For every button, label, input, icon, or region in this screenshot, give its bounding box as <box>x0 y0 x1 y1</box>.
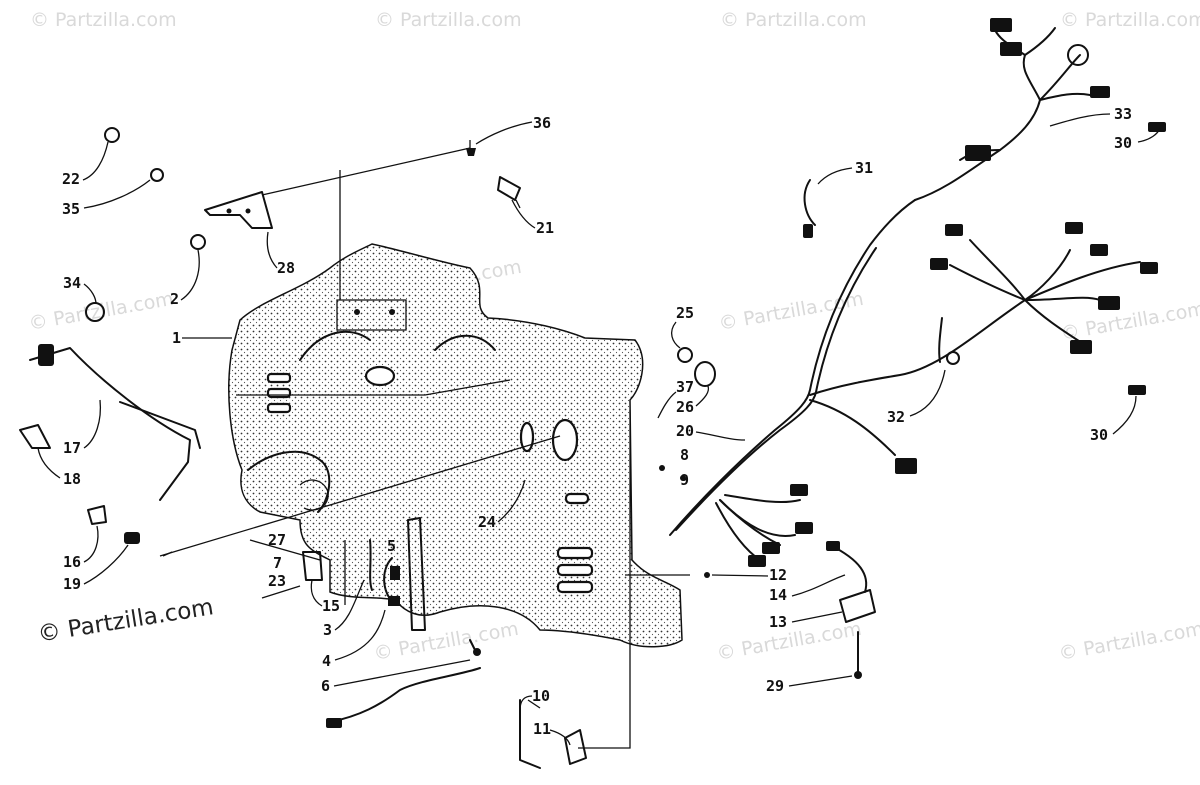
callout-label: 30 <box>1114 134 1132 152</box>
callout-label: 28 <box>277 259 295 277</box>
callout-label: 19 <box>63 575 81 593</box>
watermark: © Partzilla.com <box>27 288 175 335</box>
callout-label: 17 <box>63 439 81 457</box>
callout-label: 24 <box>478 513 496 531</box>
watermark: © Partzilla.com <box>30 9 177 31</box>
wiring-harness <box>669 18 1166 567</box>
callout-label: 15 <box>322 597 340 615</box>
callout-label: 30 <box>1090 426 1108 444</box>
callout-label: 18 <box>63 470 81 488</box>
watermark: © Partzilla.com <box>375 9 522 31</box>
callout-label: 27 <box>268 531 286 549</box>
callout-label: 35 <box>62 200 80 218</box>
callout-label: 23 <box>268 572 286 590</box>
watermark: © Partzilla.com <box>1057 618 1200 665</box>
callout-label: 8 <box>680 446 689 464</box>
callout-label: 5 <box>387 537 396 555</box>
callout-label: 14 <box>769 586 787 604</box>
callout-label: 21 <box>536 219 554 237</box>
callout-label: 10 <box>532 687 550 705</box>
callout-label: 1 <box>172 329 181 347</box>
small-parts <box>19 127 876 769</box>
callout-label: 20 <box>676 422 694 440</box>
callout-label: 12 <box>769 566 787 584</box>
watermark: © Partzilla.com <box>1060 9 1200 31</box>
callout-label: 33 <box>1114 105 1132 123</box>
leader-lines <box>159 140 690 749</box>
callout-label: 31 <box>855 159 873 177</box>
watermark: © Partzilla.com <box>715 618 863 665</box>
callout-label: 4 <box>322 652 331 670</box>
callout-label: 16 <box>63 553 81 571</box>
callout-label: 7 <box>273 554 282 572</box>
callout-label: 32 <box>887 408 905 426</box>
callout-label: 9 <box>680 471 689 489</box>
console-housing <box>228 243 683 648</box>
callout-label: 22 <box>62 170 80 188</box>
callout-label: 36 <box>533 114 551 132</box>
callout-label: 37 <box>676 378 694 396</box>
callout-label: 26 <box>676 398 694 416</box>
callout-label: 2 <box>170 290 179 308</box>
callout-labels: 1 2 3 4 5 6 7 8 9 10 11 12 13 14 15 16 1… <box>37 105 1161 746</box>
callout-label: 29 <box>766 677 784 695</box>
callout-label: 3 <box>323 621 332 639</box>
callout-label: 6 <box>321 677 330 695</box>
callout-label: 13 <box>769 613 787 631</box>
callout-label: 25 <box>676 304 694 322</box>
watermark: © Partzilla.com <box>717 288 865 335</box>
callout-label: 34 <box>63 274 81 292</box>
watermark: © Partzilla.com <box>1059 298 1200 345</box>
watermark: © Partzilla.com <box>372 618 520 665</box>
watermark: © Partzilla.com <box>720 9 867 31</box>
callout-label: 11 <box>533 720 551 738</box>
